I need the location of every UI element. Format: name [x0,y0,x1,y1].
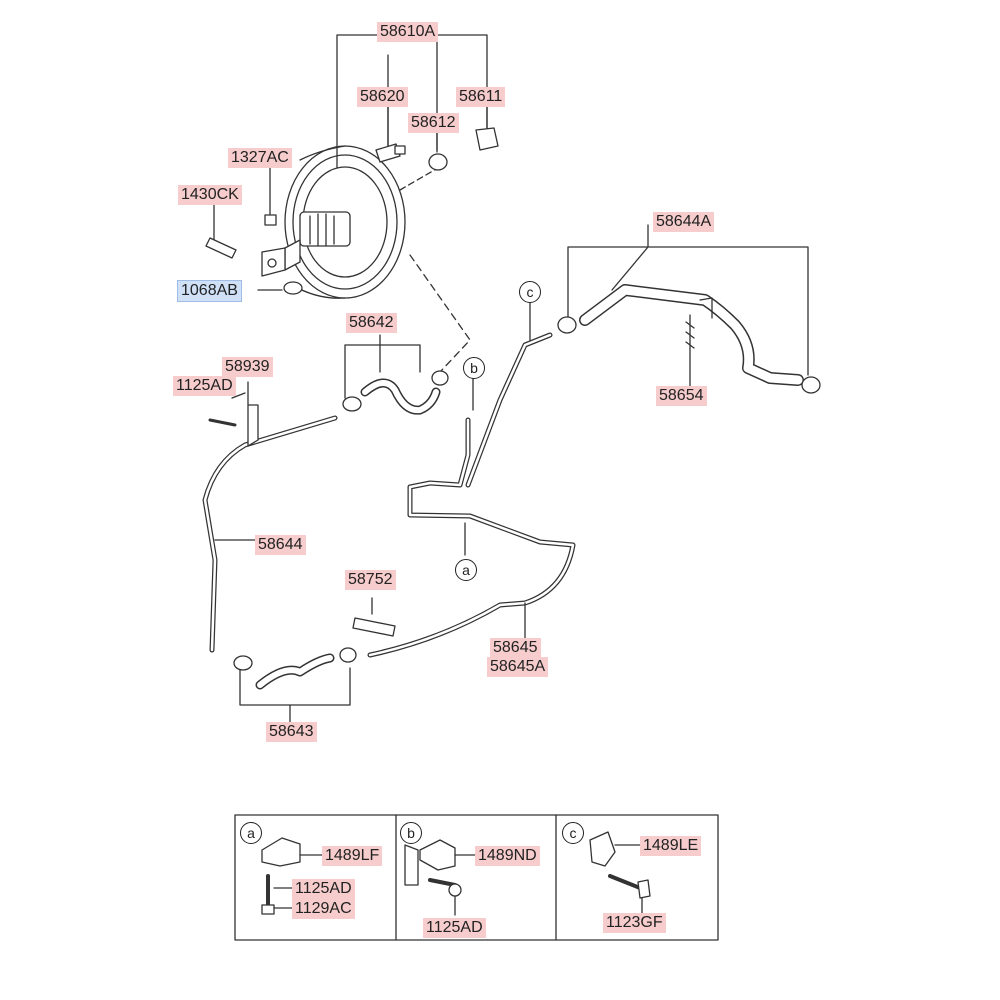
valve-58611-shape [475,127,499,151]
label-1489nd[interactable]: 1489ND [475,846,540,866]
label-1125ad-b[interactable]: 1125AD [423,918,486,938]
label-58654[interactable]: 58654 [656,386,707,406]
valve-58620-shape [375,143,406,163]
label-58645a[interactable]: 58645A [487,657,549,677]
brake-booster [261,145,439,299]
label-58645[interactable]: 58645 [490,638,541,658]
label-58612[interactable]: 58612 [408,113,459,133]
label-1068ab[interactable]: 1068AB [177,280,242,302]
label-1489le[interactable]: 1489LE [640,836,702,856]
callout-a: a [455,559,477,581]
label-58752[interactable]: 58752 [345,570,396,590]
label-1430ck[interactable]: 1430CK [178,185,242,205]
inset-marker-a: a [240,822,262,844]
label-1129ac[interactable]: 1129AC [292,899,355,919]
label-1123gf[interactable]: 1123GF [603,913,666,933]
label-1489lf[interactable]: 1489LF [322,846,383,866]
label-1125ad[interactable]: 1125AD [173,376,236,396]
label-58643[interactable]: 58643 [266,722,317,742]
callout-b: b [463,357,485,379]
label-58939[interactable]: 58939 [222,357,273,377]
label-58644[interactable]: 58644 [255,535,306,555]
label-58642[interactable]: 58642 [346,313,397,333]
label-1327ac[interactable]: 1327AC [228,148,292,168]
label-58644a[interactable]: 58644A [653,212,715,232]
label-1125ad-a[interactable]: 1125AD [292,879,355,899]
label-58620[interactable]: 58620 [357,87,408,107]
label-58610a[interactable]: 58610A [377,22,439,42]
grommet-shape [428,153,448,171]
inset-marker-c: c [562,822,584,844]
inset-marker-b: b [400,822,422,844]
label-58611[interactable]: 58611 [456,87,506,107]
callout-c: c [519,281,541,303]
